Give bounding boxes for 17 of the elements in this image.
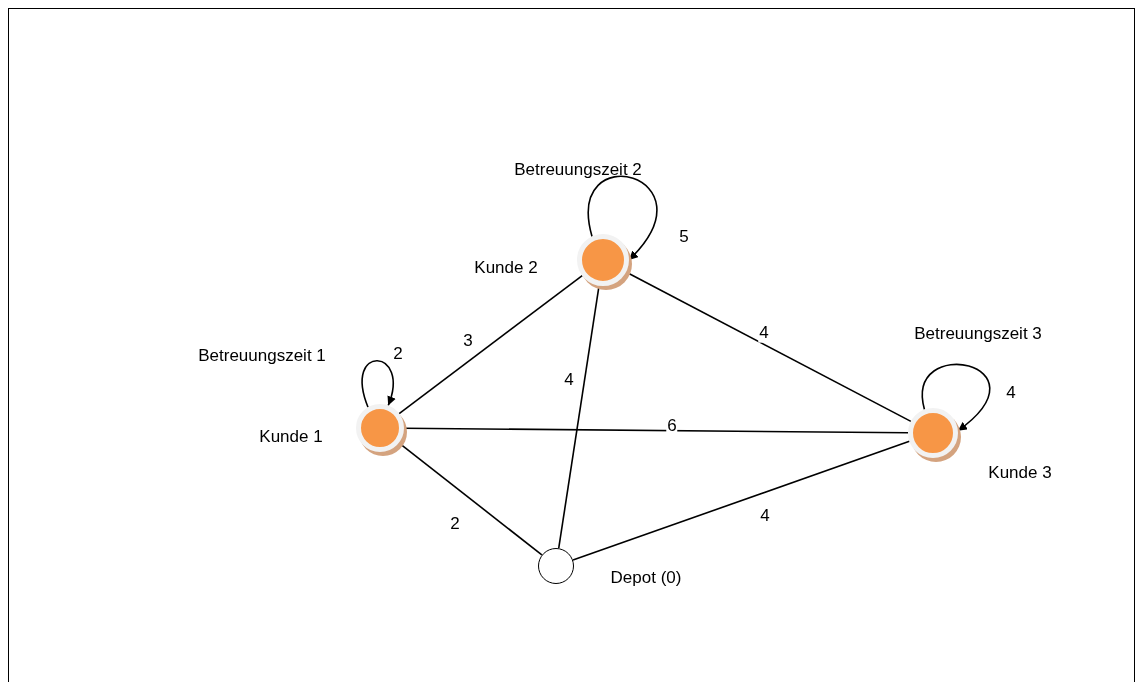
connector-line [572, 440, 911, 561]
loop-arrow [921, 363, 991, 432]
node-label: Betreuungszeit 2 [514, 160, 642, 180]
loop-arrow [587, 175, 658, 261]
node-label: Kunde 3 [988, 463, 1052, 483]
node-label: Depot (0) [610, 568, 682, 588]
node-label: Betreuungszeit 1 [198, 346, 326, 366]
loop-arrow [361, 359, 396, 409]
connector-line [398, 274, 584, 415]
depot-circle [538, 548, 574, 584]
node-label: Kunde 1 [259, 427, 323, 447]
customer-circle [356, 404, 404, 452]
customer-circle [908, 408, 958, 458]
edge-label: 4 [758, 323, 770, 343]
customer-circle [577, 234, 629, 286]
node-label: Betreuungszeit 3 [914, 324, 1042, 344]
node-label: Kunde 2 [474, 258, 538, 278]
